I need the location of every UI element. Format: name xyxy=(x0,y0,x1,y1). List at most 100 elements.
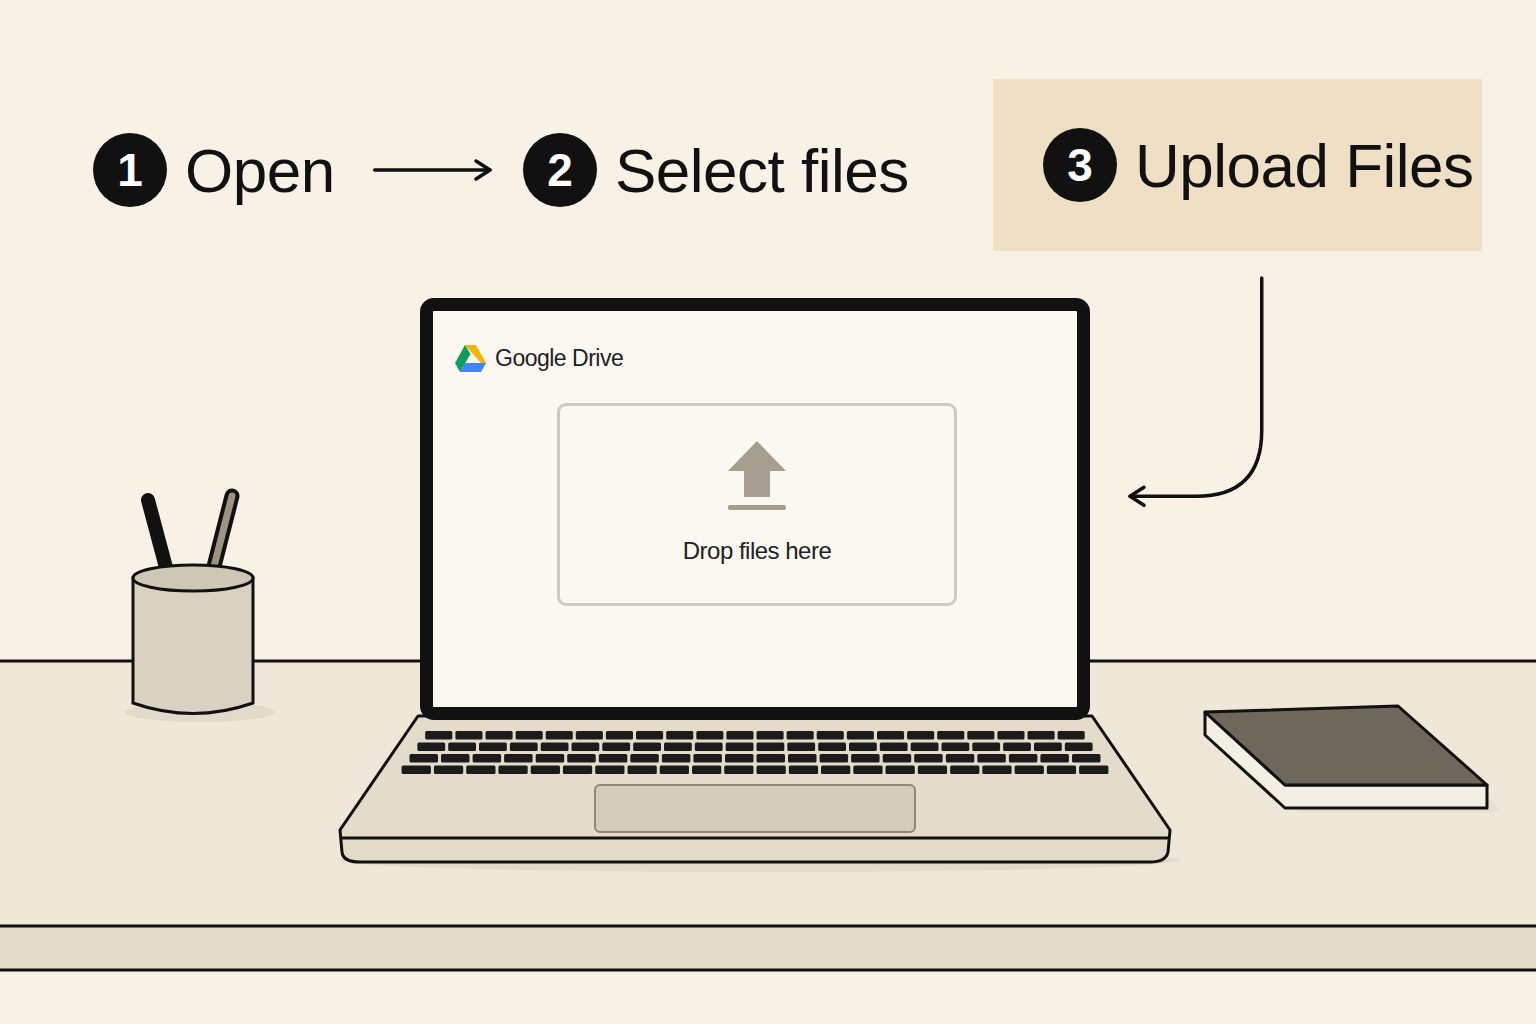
key xyxy=(448,743,476,752)
key xyxy=(851,754,880,763)
key xyxy=(630,754,659,763)
key xyxy=(606,731,633,740)
key xyxy=(516,731,543,740)
key xyxy=(466,766,495,775)
key xyxy=(455,731,482,740)
key xyxy=(724,766,753,775)
key xyxy=(541,743,569,752)
key xyxy=(636,731,663,740)
step-text: Upload Files xyxy=(1135,130,1474,201)
cup-body xyxy=(133,578,253,714)
logo-part xyxy=(460,363,486,372)
key xyxy=(757,743,785,752)
key xyxy=(546,731,573,740)
key xyxy=(1003,743,1031,752)
drop-zone: Drop files here xyxy=(557,403,957,606)
key xyxy=(847,731,874,740)
key xyxy=(820,754,849,763)
key xyxy=(567,754,596,763)
key xyxy=(789,766,818,775)
key xyxy=(977,754,1006,763)
upload-icon xyxy=(726,439,788,513)
key xyxy=(788,754,817,763)
key xyxy=(950,766,979,775)
key xyxy=(877,731,904,740)
key xyxy=(417,743,445,752)
book-cover xyxy=(1205,706,1487,785)
key xyxy=(536,754,565,763)
step-text: Open xyxy=(185,135,335,206)
step-number: 2 xyxy=(523,133,597,207)
key xyxy=(914,754,943,763)
key xyxy=(725,754,754,763)
key xyxy=(664,743,692,752)
key xyxy=(817,731,844,740)
key xyxy=(695,743,723,752)
key xyxy=(972,743,1000,752)
key xyxy=(498,766,527,775)
key xyxy=(907,731,934,740)
key xyxy=(911,743,939,752)
key xyxy=(425,731,452,740)
highlight-step: 3 Upload Files xyxy=(993,79,1482,251)
key xyxy=(504,754,532,763)
pencil-cup xyxy=(125,496,275,722)
key xyxy=(757,766,786,775)
key xyxy=(666,731,693,740)
key xyxy=(942,743,970,752)
trackpad xyxy=(595,785,915,832)
desk-line xyxy=(0,969,1536,972)
key xyxy=(982,766,1011,775)
key xyxy=(1009,754,1038,763)
key xyxy=(602,743,630,752)
key xyxy=(531,766,560,775)
laptop-screen: Google DriveDrop files here xyxy=(420,298,1090,720)
step-number: 1 xyxy=(93,133,167,207)
key xyxy=(1047,766,1076,775)
key xyxy=(757,754,786,763)
drive-logo xyxy=(455,345,486,372)
key xyxy=(1028,731,1055,740)
key xyxy=(821,766,850,775)
key xyxy=(997,731,1024,740)
app-name: Google Drive xyxy=(495,345,623,372)
cup-rim xyxy=(133,565,253,591)
laptop-body xyxy=(340,716,1170,862)
key xyxy=(1065,743,1093,752)
key xyxy=(693,754,722,763)
step-label: 2Select files xyxy=(523,128,909,212)
key xyxy=(473,754,502,763)
key xyxy=(662,754,691,763)
key xyxy=(880,743,908,752)
key xyxy=(1040,754,1069,763)
key xyxy=(441,754,470,763)
key xyxy=(1058,731,1085,740)
key xyxy=(486,731,513,740)
key xyxy=(402,766,431,775)
key xyxy=(628,766,657,775)
key xyxy=(1034,743,1062,752)
key xyxy=(818,743,846,752)
key xyxy=(918,766,947,775)
step-number: 3 xyxy=(1043,128,1117,202)
key xyxy=(510,743,538,752)
key xyxy=(576,731,603,740)
key xyxy=(1079,766,1108,775)
step-label: 1 Open xyxy=(93,128,335,212)
key xyxy=(572,743,600,752)
notebook xyxy=(1205,706,1500,812)
key xyxy=(937,731,964,740)
key xyxy=(563,766,592,775)
key xyxy=(883,754,912,763)
key xyxy=(633,743,661,752)
upload-bar xyxy=(728,505,786,510)
key xyxy=(726,731,753,740)
key xyxy=(1072,754,1101,763)
key xyxy=(849,743,877,752)
key xyxy=(479,743,507,752)
drop-text: Drop files here xyxy=(683,537,832,565)
desk-front xyxy=(0,925,1536,970)
keyboard xyxy=(402,731,1109,774)
key xyxy=(595,766,624,775)
key xyxy=(886,766,915,775)
